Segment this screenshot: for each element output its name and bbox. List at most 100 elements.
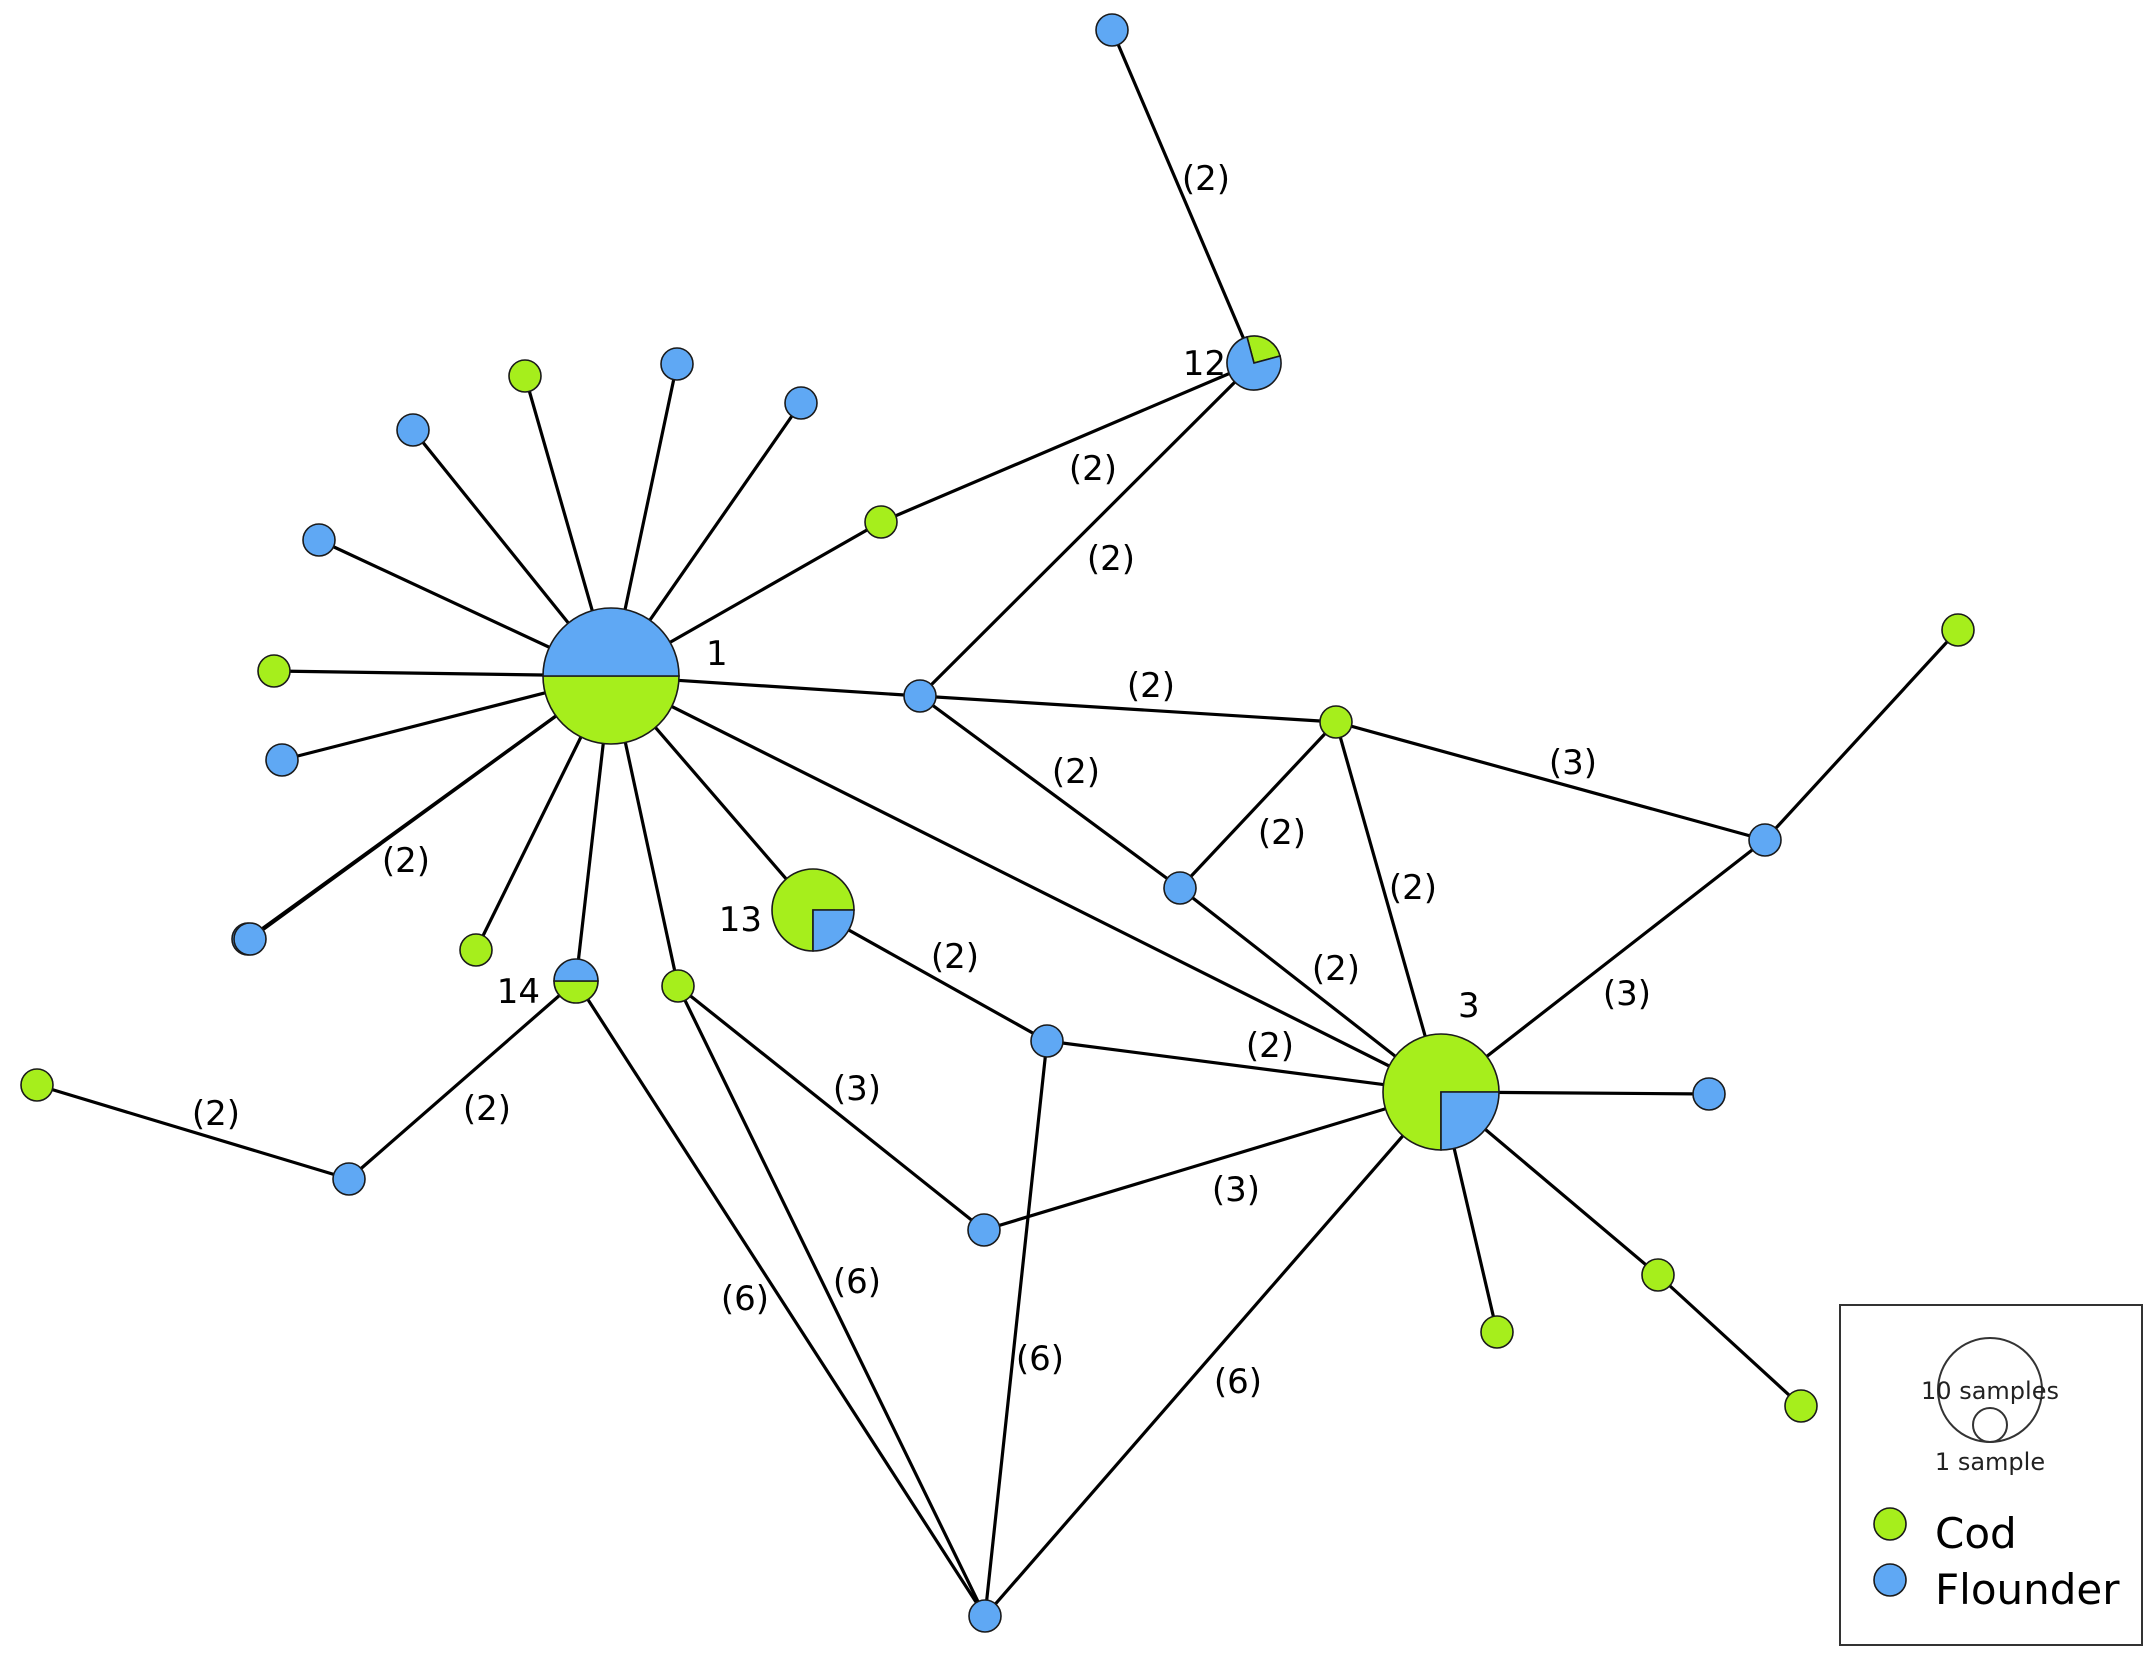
node-h13 — [771, 868, 855, 952]
legend-scale-small-label: 1 sample — [1935, 1448, 2045, 1476]
edge-s14-h3 — [1334, 721, 1443, 1093]
node-s21-disc — [332, 1162, 366, 1196]
legend-flounder-label: Flounder — [1935, 1565, 2120, 1614]
node-s16 — [1163, 871, 1197, 905]
node-s20-disc — [967, 1213, 1001, 1247]
node-s10 — [459, 933, 493, 967]
node-s26 — [1641, 1258, 1675, 1292]
edge-h3-s23 — [983, 1090, 1443, 1618]
node-s23-disc — [968, 1599, 1002, 1633]
node-label-h13: 13 — [719, 900, 762, 940]
node-s13-disc — [903, 679, 937, 713]
node-h13-cod-slice — [771, 868, 855, 952]
node-s17 — [1941, 613, 1975, 647]
edge-label-s11-s23: (6) — [833, 1262, 881, 1302]
legend: 10 samples 1 sample Cod Flounder — [1839, 1304, 2143, 1646]
node-h12-flounder-slice — [1226, 335, 1282, 391]
edge-label-s16-s14: (2) — [1258, 813, 1306, 853]
node-h12-cod-slice — [1246, 335, 1282, 364]
node-s23 — [968, 1599, 1002, 1633]
node-h12 — [1226, 335, 1282, 391]
edge-label-s21-s22: (2) — [192, 1094, 240, 1134]
edge-h1-s9 — [249, 674, 612, 941]
edge-label-h14-s21: (2) — [463, 1089, 511, 1129]
node-label-h1: 1 — [706, 634, 728, 674]
edge-s13-s14 — [919, 694, 1337, 724]
node-s24-disc — [1480, 1315, 1514, 1349]
node-s5-disc — [302, 523, 336, 557]
node-s7 — [257, 654, 291, 688]
node-s27 — [1784, 1389, 1818, 1423]
node-s20 — [967, 1213, 1001, 1247]
node-s2-disc — [508, 359, 542, 393]
edge-label-s19-h3: (2) — [1246, 1026, 1294, 1066]
node-s18 — [1748, 823, 1782, 857]
edge-label-h12-s15: (2) — [1182, 159, 1230, 199]
node-s14 — [1319, 705, 1353, 739]
node-s21 — [332, 1162, 366, 1196]
node-s19-disc — [1030, 1024, 1064, 1058]
nodes-layer — [20, 13, 1975, 1633]
edge-s12-h12 — [880, 361, 1255, 524]
legend-cod-swatch — [1873, 1507, 1907, 1541]
edge-label-h13-s19: (2) — [931, 937, 979, 977]
edge-s16-s14 — [1178, 720, 1338, 890]
edge-label-h3-s18: (3) — [1603, 974, 1651, 1014]
node-s11-disc — [661, 969, 695, 1003]
legend-cod-label: Cod — [1935, 1509, 2017, 1558]
edge-h1-h3 — [610, 674, 1442, 1094]
node-s9-disc — [233, 922, 267, 956]
edge-h14-s21 — [347, 979, 578, 1181]
edge-s19-s23 — [983, 1040, 1049, 1617]
edge-label-s13-s14: (2) — [1127, 666, 1175, 706]
node-s22 — [20, 1068, 54, 1102]
edge-label-h1-s9: (2) — [382, 841, 430, 881]
edge-s13-s16 — [919, 694, 1181, 890]
node-h1-cod-slice — [542, 675, 680, 745]
node-s14-disc — [1319, 705, 1353, 739]
edge-h14-s23 — [574, 980, 987, 1617]
node-s26-disc — [1641, 1258, 1675, 1292]
node-s2 — [508, 359, 542, 393]
node-label-h3: 3 — [1458, 986, 1480, 1026]
edge-label-s19-s23: (6) — [1016, 1339, 1064, 1379]
node-h14-cod-slice — [553, 980, 599, 1004]
edge-label-s14-s18: (3) — [1549, 743, 1597, 783]
edge-s19-h3 — [1046, 1039, 1442, 1094]
edge-s26-s27 — [1656, 1273, 1803, 1408]
edge-labels-layer: (2) (2) (2) (2) (2) (2) (2) (2) (2) (3) (3) (2) (2) (… — [192, 159, 1651, 1402]
edge-s11-s20 — [677, 984, 985, 1232]
node-s5 — [302, 523, 336, 557]
edge-label-h14-s23: (6) — [721, 1279, 769, 1319]
node-label-h14: 14 — [497, 972, 540, 1012]
node-s12 — [864, 505, 898, 539]
edge-s11-s23 — [676, 985, 987, 1617]
node-s17-disc — [1941, 613, 1975, 647]
node-s3 — [660, 347, 694, 381]
node-h14-flounder-slice — [553, 958, 599, 982]
node-h3 — [1382, 1033, 1500, 1151]
edge-label-s13-s16: (2) — [1052, 752, 1100, 792]
node-s19 — [1030, 1024, 1064, 1058]
node-s27-disc — [1784, 1389, 1818, 1423]
node-s7-disc — [257, 654, 291, 688]
node-label-h12: 12 — [1183, 344, 1226, 384]
legend-flounder-swatch — [1873, 1563, 1907, 1597]
edge-s14-s18 — [1335, 720, 1766, 842]
edge-h3-s18 — [1440, 838, 1766, 1094]
node-s1-disc — [396, 413, 430, 447]
edge-label-s16-h3: (2) — [1312, 949, 1360, 989]
edge-label-s20-h3: (3) — [1212, 1170, 1260, 1210]
node-s22-disc — [20, 1068, 54, 1102]
legend-scale-large-label: 10 samples — [1921, 1377, 2059, 1405]
node-s10-disc — [459, 933, 493, 967]
edge-s20-h3 — [983, 1090, 1442, 1232]
node-s4-disc — [784, 386, 818, 420]
edge-h13-s19 — [812, 908, 1048, 1043]
node-s4 — [784, 386, 818, 420]
edge-label-s12-h12: (2) — [1069, 449, 1117, 489]
node-s3-disc — [660, 347, 694, 381]
node-s25-disc — [1692, 1077, 1726, 1111]
node-s11 — [661, 969, 695, 1003]
